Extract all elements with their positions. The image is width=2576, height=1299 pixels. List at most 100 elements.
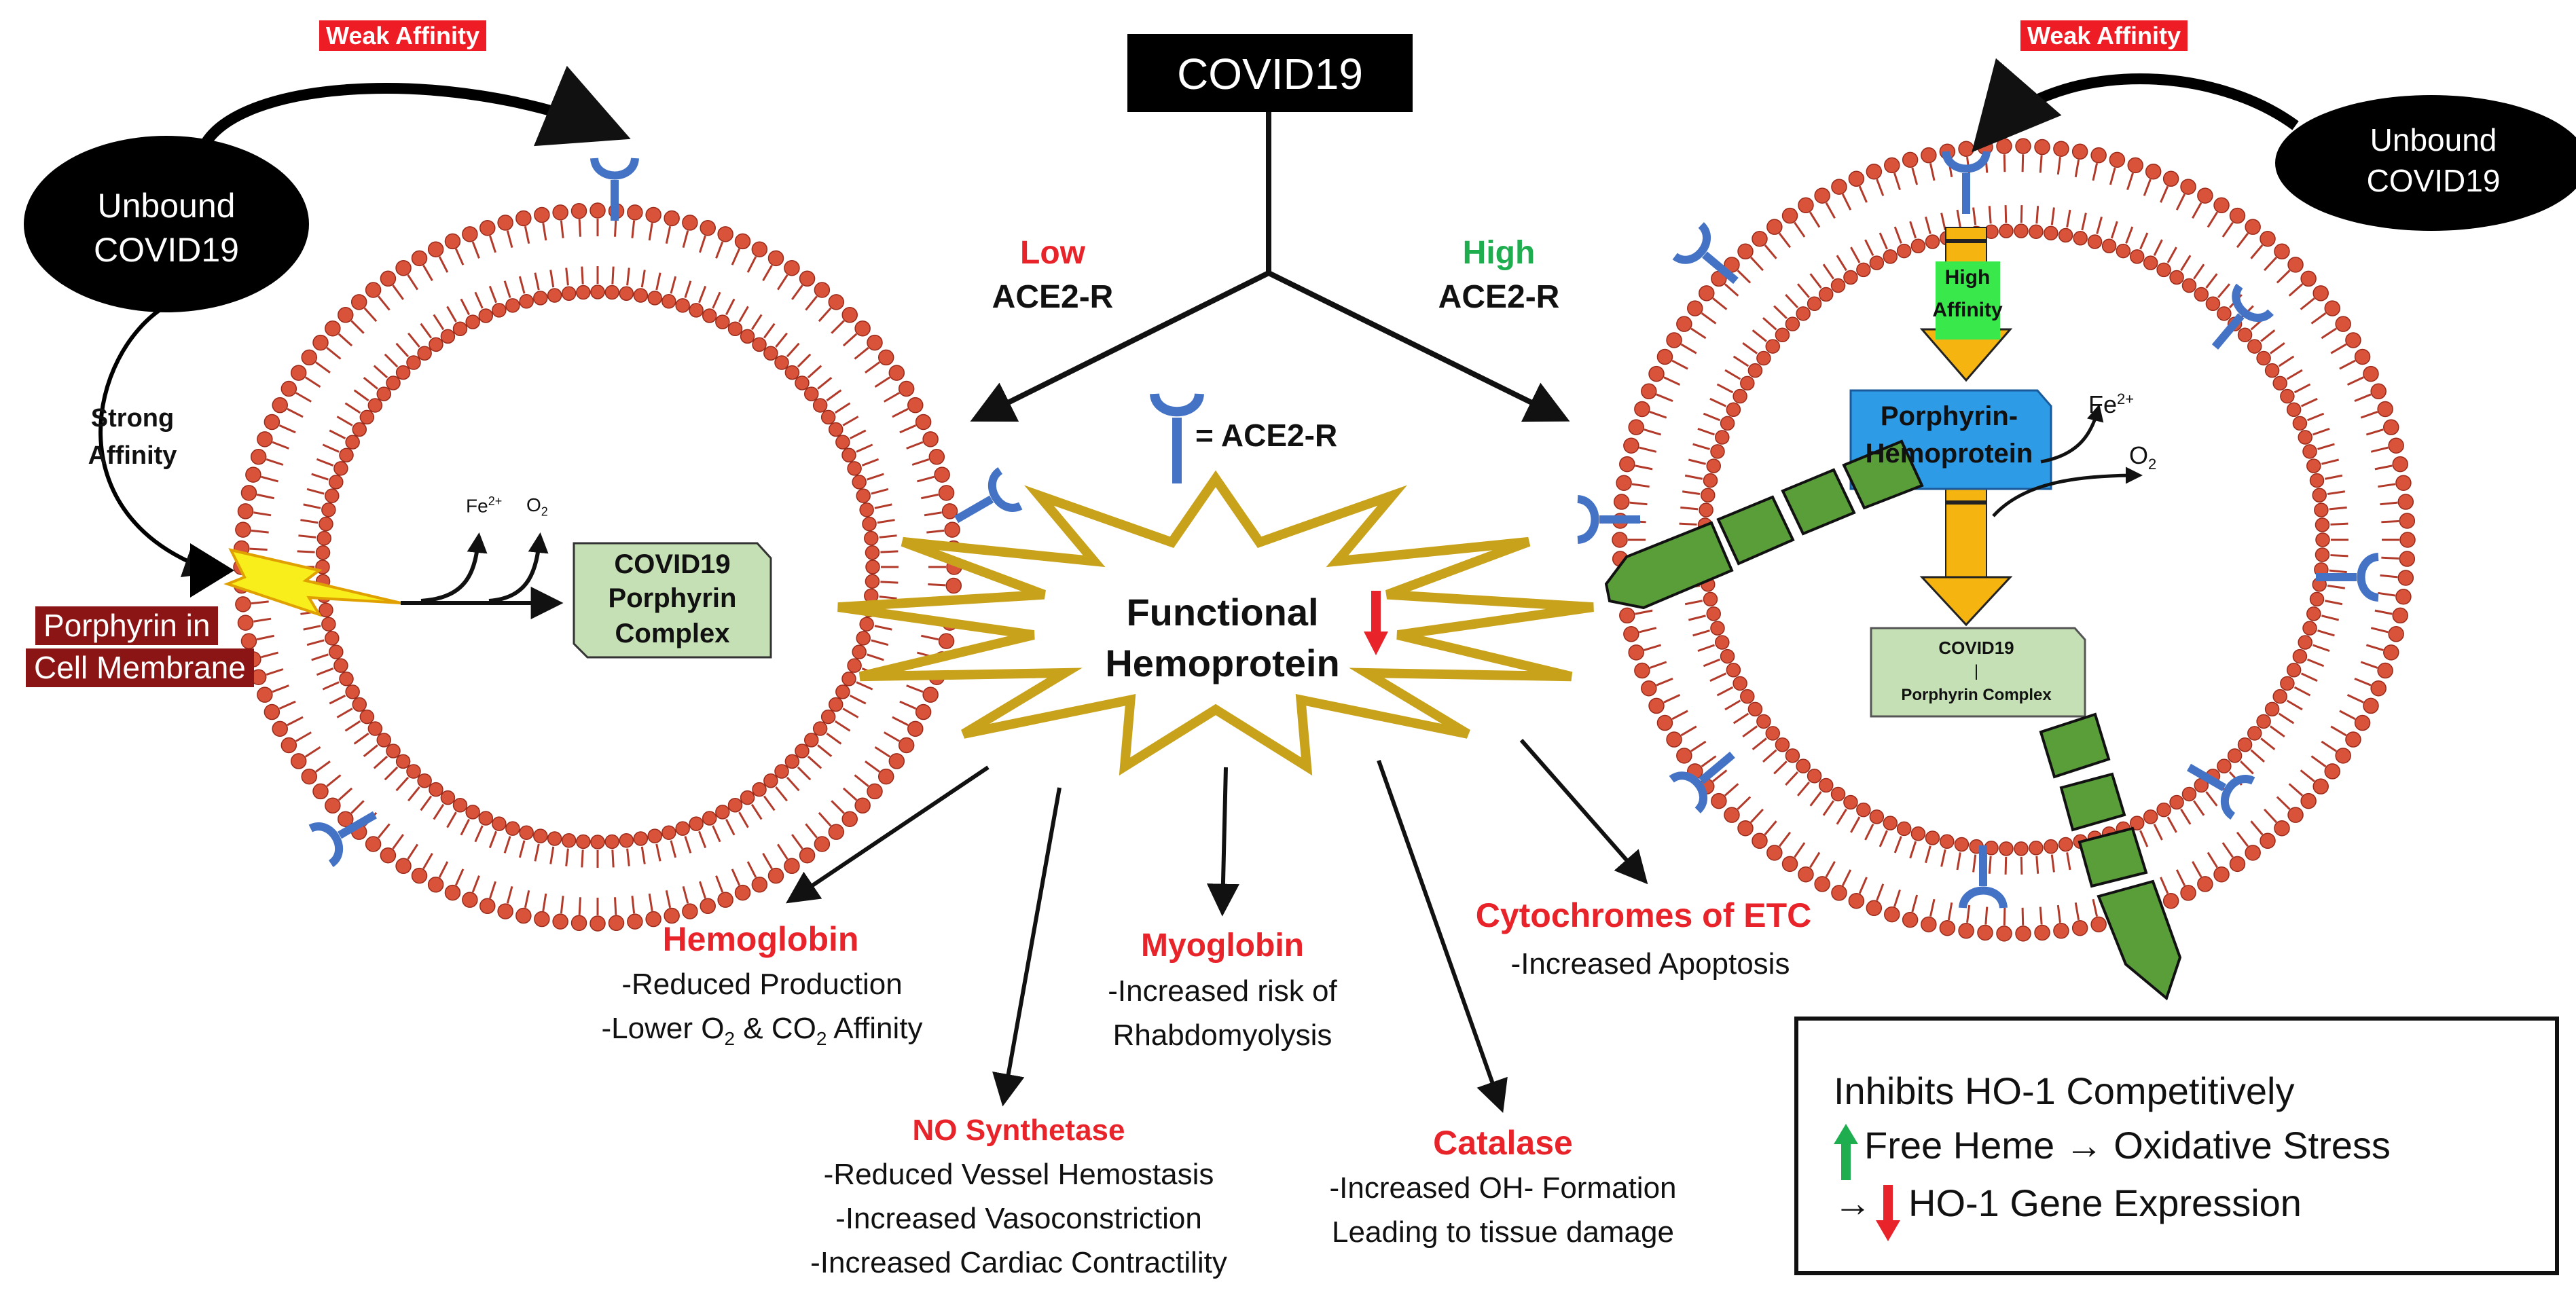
lipid-tail <box>395 342 410 358</box>
lipid-tail <box>2327 584 2346 589</box>
lipid-tail <box>2205 791 2218 807</box>
lipid-tail <box>2035 856 2039 874</box>
lipid-head <box>1720 416 1735 431</box>
lipid-tail <box>474 825 484 843</box>
lipid-tail <box>856 443 873 453</box>
lipid-head <box>376 386 392 401</box>
lipid-head <box>803 386 819 401</box>
lipid-tail <box>2236 232 2249 249</box>
lipid-tail <box>1712 769 1728 782</box>
lipid-tail <box>489 881 496 899</box>
lipid-tail <box>1716 383 1734 394</box>
lipid-tail <box>460 298 471 316</box>
lipid-tail <box>746 256 757 273</box>
lipid-tail <box>715 241 724 259</box>
lipid-tail <box>1742 342 1758 354</box>
lipid-head <box>576 834 591 849</box>
lipid-head <box>888 753 905 769</box>
lipid-head <box>1756 714 1771 729</box>
lipid-head <box>2087 234 2103 249</box>
lipid-tail <box>817 377 833 390</box>
lipid-tail <box>2207 211 2218 228</box>
lipid-head <box>1706 458 1721 473</box>
lipid-head <box>1703 473 1718 488</box>
lipid-head <box>1940 834 1955 849</box>
lipid-tail <box>2096 216 2103 234</box>
lipid-tail <box>1644 644 1662 651</box>
lipid-head <box>2264 701 2280 717</box>
lipid-head <box>589 202 606 219</box>
lipid-tail <box>377 295 391 311</box>
lipid-tail <box>712 825 721 843</box>
lipid-tail <box>715 875 724 893</box>
lipid-head <box>534 206 550 223</box>
lipid-head <box>812 398 828 413</box>
lipid-head <box>856 631 871 646</box>
lipid-tail <box>581 849 584 868</box>
lipid-head <box>2399 532 2416 548</box>
lipid-head <box>1869 809 1885 824</box>
lipid-head <box>321 617 336 632</box>
lipid-tail <box>1733 355 1749 367</box>
lipid-head <box>319 602 333 618</box>
lipid-tail <box>438 861 449 878</box>
lipid-tail <box>261 475 278 483</box>
lipid-head <box>465 805 480 820</box>
no-synthetase-title: NO Synthetase <box>912 1114 1125 1147</box>
lipid-head <box>492 303 507 318</box>
lipid-tail <box>1972 207 1977 225</box>
lipid-tail <box>924 511 942 517</box>
lipid-head <box>352 422 367 437</box>
ace2-receptor-icon <box>2316 553 2380 602</box>
ace2-receptor-icon <box>1669 751 1735 813</box>
lipid-head <box>1796 306 1811 321</box>
lipid-head <box>1687 300 1703 316</box>
lipid-head <box>752 337 767 352</box>
low-label: Low <box>1020 235 1085 271</box>
lipid-tail <box>1893 226 1902 244</box>
lipid-head <box>1740 376 1755 391</box>
lipid-tail <box>1656 677 1673 687</box>
lipid-head <box>561 833 577 848</box>
lipid-tail <box>2278 712 2295 725</box>
lipid-head <box>345 684 360 699</box>
lipid-head <box>2260 833 2276 849</box>
lipid-tail <box>2193 800 2205 816</box>
lipid-tail <box>1825 202 1836 219</box>
lipid-head <box>411 867 428 884</box>
right-fe-sup: 2+ <box>2117 390 2135 407</box>
lipid-tail <box>1809 791 1822 807</box>
lipid-head <box>661 294 676 309</box>
lipid-head <box>820 409 836 425</box>
right-fe-text: Fe <box>2088 390 2118 418</box>
lipid-head <box>250 449 267 465</box>
lipid-tail <box>1764 244 1777 259</box>
lipid-tail <box>865 761 880 773</box>
lipid-tail <box>1712 297 1728 310</box>
lipid-head <box>795 744 810 758</box>
lipid-tail <box>1822 263 1834 280</box>
lipid-tail <box>2321 615 2340 621</box>
lipid-tail <box>2143 179 2152 196</box>
right-unbound-line2: COVID19 <box>2366 163 2501 198</box>
lipid-tail <box>854 774 869 788</box>
lipid-tail <box>1929 163 1936 181</box>
lipid-head <box>2237 737 2253 752</box>
lipid-head <box>715 805 730 820</box>
lipid-head <box>534 911 550 928</box>
lipid-tail <box>2021 907 2025 926</box>
lipid-head <box>865 574 880 589</box>
lipid-head <box>1843 794 1858 810</box>
lipid-tail <box>2293 383 2311 394</box>
lipid-head <box>2314 502 2329 517</box>
lipid-tail <box>2276 796 2291 810</box>
lipid-head <box>237 503 254 519</box>
lipid-head <box>841 447 856 463</box>
lipid-tail <box>2126 172 2134 190</box>
lipid-head <box>700 898 716 915</box>
lipid-head <box>479 219 496 236</box>
lipid-head <box>1711 792 1727 809</box>
lipid-tail <box>433 803 445 820</box>
lipid-head <box>1616 475 1632 491</box>
lipid-head <box>828 422 843 437</box>
